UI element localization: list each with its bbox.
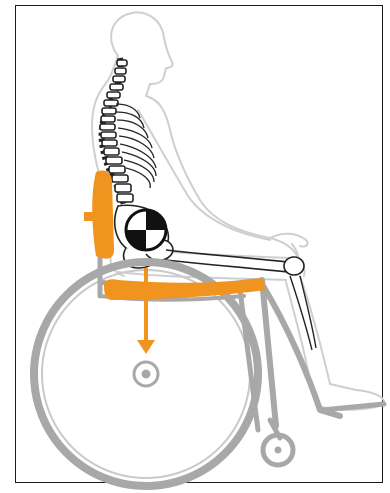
wheel-hub-icon: [134, 362, 158, 386]
wheelchair-frame: [34, 178, 384, 486]
center-of-gravity-icon: [126, 210, 166, 250]
gravity-arrow: [137, 268, 155, 354]
spine: [100, 58, 316, 350]
backrest-bracket: [84, 212, 110, 221]
